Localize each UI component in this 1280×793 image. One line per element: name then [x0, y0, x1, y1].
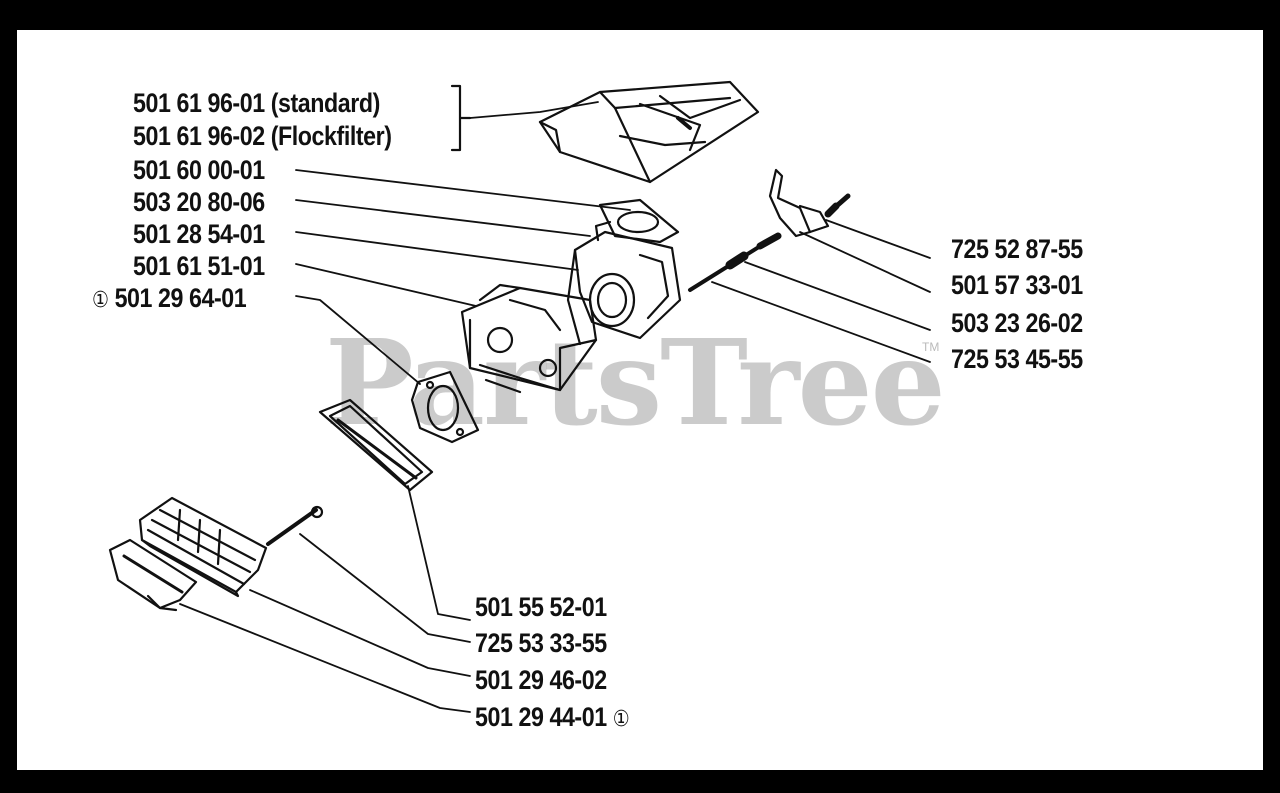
throttle-rod-part: [688, 232, 782, 292]
label-725-52-87-55: 725 52 87-55: [951, 234, 1083, 264]
carburetor-adapter-part: [566, 220, 682, 346]
label-725-53-33-55: 725 53 33-55: [475, 628, 607, 658]
intake-frame-part: [318, 398, 434, 492]
label-501-28-54-01: 501 28 54-01: [133, 219, 265, 249]
label-501-61-96-02: 501 61 96-02 (Flockfilter): [133, 121, 392, 151]
label-501-29-64-01-text: 501 29 64-01: [114, 283, 247, 313]
option-bracket: [450, 84, 472, 152]
filter-block-part: [138, 496, 268, 598]
filter-screw-part: [266, 505, 324, 546]
note-mark-icon: ①: [92, 288, 109, 313]
diagram-sheet: [17, 30, 1263, 770]
label-501-29-46-02: 501 29 46-02: [475, 665, 607, 695]
throttle-screw-part: [824, 193, 851, 218]
label-503-20-80-06: 503 20 80-06: [133, 187, 265, 217]
label-503-23-26-02: 503 23 26-02: [951, 308, 1083, 338]
throttle-lever-part: [768, 168, 830, 238]
label-725-53-45-55: 725 53 45-55: [951, 344, 1083, 374]
air-filter-cover-part: [538, 80, 760, 184]
label-501-29-44-01-text: 501 29 44-01: [475, 702, 607, 732]
filter-frame-part: [108, 538, 198, 612]
note-mark-icon: ①: [612, 707, 630, 732]
label-501-60-00-01: 501 60 00-01: [133, 155, 265, 185]
label-501-55-52-01: 501 55 52-01: [475, 592, 607, 622]
flange-gasket-part: [410, 370, 480, 444]
watermark-trademark: TM: [922, 340, 940, 354]
air-filter-gasket-part: [598, 198, 680, 244]
label-501-29-64-01: ① 501 29 64-01: [92, 283, 247, 316]
leader-lines: [179, 101, 931, 713]
label-501-61-96-01: 501 61 96-01 (standard): [133, 88, 380, 118]
label-501-29-44-01: 501 29 44-01 ①: [475, 702, 630, 735]
carburetor-part: [460, 283, 598, 394]
label-501-61-51-01: 501 61 51-01: [133, 251, 265, 281]
label-501-57-33-01: 501 57 33-01: [951, 270, 1083, 300]
